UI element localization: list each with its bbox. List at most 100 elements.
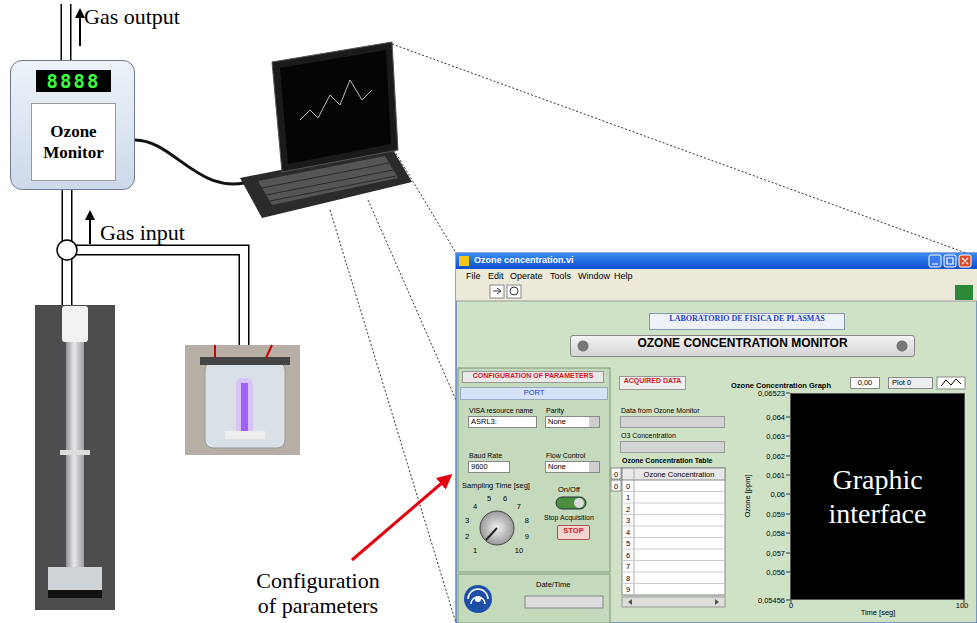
window-chrome (456, 253, 977, 623)
plasma-jar-photo (185, 345, 300, 455)
row-number: 2 (626, 504, 630, 513)
index-value: 0 (614, 469, 618, 478)
plot-legend: Plot 0 (888, 377, 933, 389)
dial-number: 3 (465, 515, 469, 524)
table-title: Ozone Concentration Table (622, 457, 713, 464)
control-label: Baud Rate (469, 452, 502, 459)
menu-item: Edit (488, 271, 504, 281)
dial-number: 9 (525, 532, 529, 541)
axis-tick: 0,063 (766, 432, 785, 441)
window-chrome (510, 287, 518, 295)
plasma-jar-photo (225, 431, 265, 439)
acquired-header: ACQUIRED DATA (619, 376, 686, 390)
axis-tick: 0,05456 (758, 596, 785, 605)
row-number: 6 (626, 550, 630, 559)
axis-tick: 0,061 (766, 471, 785, 480)
axis-tick: 0,064 (766, 413, 785, 422)
axis-title: Time [seg] (861, 608, 896, 617)
stop-button: Stop AcquisitionSTOP (557, 525, 590, 540)
o3-field: O3 Concentration (620, 441, 725, 453)
field-label: Data from Ozone Monitor (621, 407, 700, 414)
axis-tick: 0,057 (766, 549, 785, 558)
front-panel (622, 468, 725, 595)
reactor-photo (62, 306, 88, 342)
baud-field: Baud Rate9600 (468, 461, 510, 473)
row-number: 9 (626, 585, 630, 594)
cable (135, 140, 255, 184)
axis-title: Ozone [ppm] (743, 475, 752, 518)
menu-item: Operate (510, 271, 543, 281)
axis-tick: 0,062 (766, 452, 785, 461)
front-panel (786, 393, 964, 603)
axis-tick: 0,06 (770, 490, 785, 499)
front-panel (486, 528, 497, 540)
port-bar: PORT (460, 387, 608, 400)
front-panel (556, 497, 586, 509)
control-value: None (546, 462, 599, 471)
front-panel (941, 379, 961, 386)
dial-number: 4 (473, 502, 477, 511)
window-chrome (456, 301, 977, 302)
front-panel (622, 468, 725, 480)
window-title: Ozone concentration.vi (474, 255, 574, 265)
axis-tick: 0 (789, 601, 793, 610)
concentration-table: Ozone Concentration Table (622, 468, 725, 596)
row-number: 1 (626, 493, 630, 502)
device-label: Ozone Monitor (31, 103, 116, 181)
flow-label: Gas output (84, 4, 180, 30)
window-chrome (456, 253, 977, 623)
lab-name: LABORATORIO DE FISICA DE PLASMAS (650, 314, 844, 323)
gas-pipes (57, 240, 77, 260)
parity-dropdown: ParityNone (545, 416, 600, 428)
column-header: Ozone Concentration (644, 470, 715, 479)
dial-number: 10 (515, 545, 523, 554)
control-value: ASRL3: (469, 417, 536, 426)
dial-number: 8 (525, 515, 529, 524)
callout-label: Configuration of parameters (248, 568, 388, 619)
laptop (300, 80, 372, 120)
dial-number: 5 (487, 494, 491, 503)
window-chrome (944, 255, 956, 267)
front-panel (628, 599, 719, 605)
flow-dropdown: Flow ControlNone (545, 461, 600, 473)
plot-name: Plot 0 (889, 378, 932, 387)
control-label: Parity (546, 407, 564, 414)
panel-header: ACQUIRED DATA (620, 377, 685, 384)
window-chrome (929, 255, 941, 267)
row-number: 7 (626, 562, 630, 571)
graph-caption: Graphic interface (791, 394, 964, 599)
menu-item: File (466, 271, 481, 281)
panel-header: CONFIGURATION OF PARAMETERS (462, 371, 604, 383)
button-label: STOP (558, 526, 589, 535)
reactor-photo (35, 305, 115, 610)
laptop (240, 42, 412, 218)
front-panel (622, 597, 725, 607)
title-banner: OZONE CONCENTRATION MONITOR (570, 335, 915, 357)
config-panel: CONFIGURATION OF PARAMETERS PORT VISA reso… (458, 368, 610, 572)
cursor-value: 0,00 (850, 377, 880, 389)
plasma-jar-photo (236, 378, 253, 436)
control-label: VISA resource name (469, 407, 533, 414)
front-panel (622, 492, 725, 584)
window-chrome (490, 285, 504, 298)
cursor-value: 0,00 (851, 378, 879, 387)
window-chrome (456, 253, 977, 269)
axis-tick: 0,06523 (758, 389, 785, 398)
gas-pipes (89, 212, 91, 244)
front-panel (458, 368, 610, 572)
gas-pipes (79, 10, 81, 46)
cable (135, 140, 255, 184)
visa-dropdown: VISA resource nameASRL3: (468, 416, 537, 428)
reactor-photo (60, 450, 90, 455)
axis-tick: 0,056 (766, 568, 785, 577)
app-window: Ozone concentration.viLABORATORIO DE FIS… (456, 253, 977, 623)
reactor-photo (48, 590, 102, 598)
plasma-jar-photo (200, 357, 290, 365)
window-chrome (955, 285, 973, 300)
reactor-photo (35, 305, 115, 610)
dial-number: 7 (517, 502, 521, 511)
dial-number: 1 (473, 545, 477, 554)
window-chrome (456, 283, 977, 301)
menu-item: Tools (550, 271, 571, 281)
row-number: 5 (626, 539, 630, 548)
